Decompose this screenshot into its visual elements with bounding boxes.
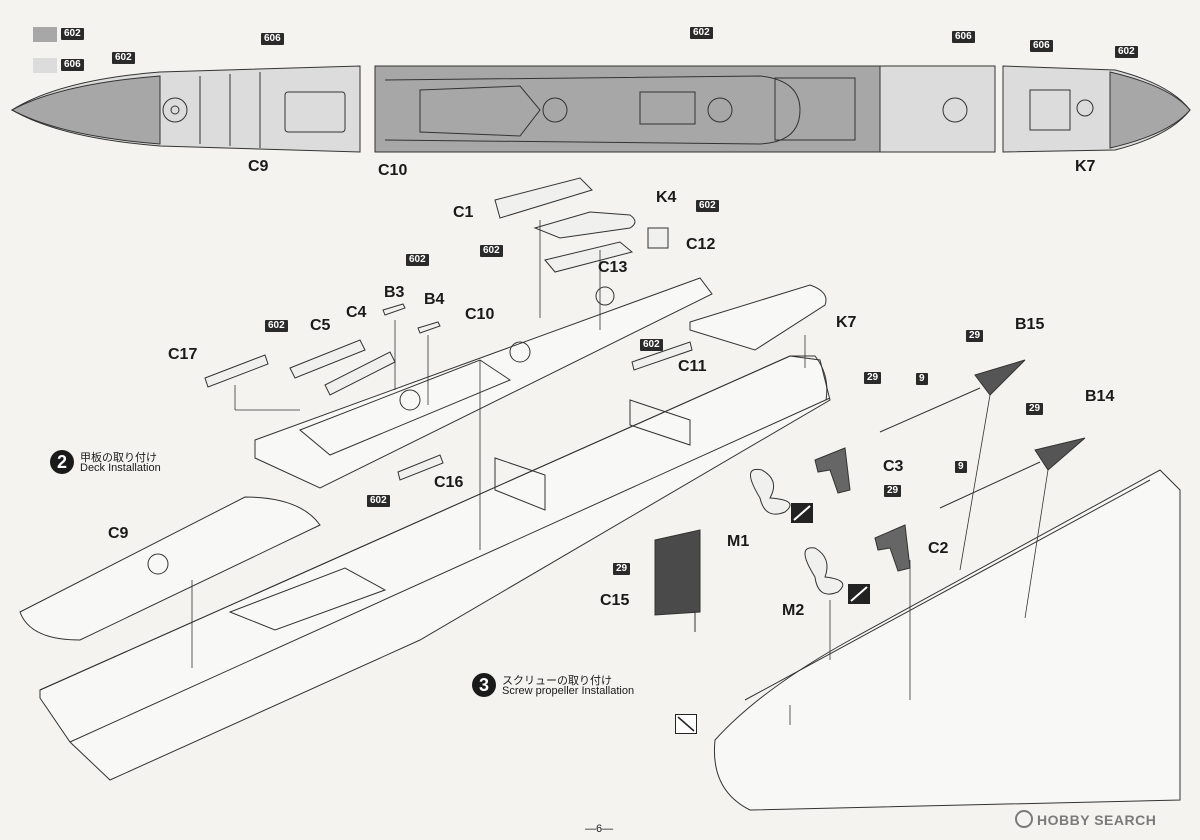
part-label-c15: C15 (600, 592, 630, 609)
part-c3 (814, 447, 851, 494)
code-29-b14: 29 (1026, 403, 1044, 415)
part-label-c1: C1 (453, 204, 474, 221)
step-number: 2 (50, 450, 74, 474)
part-label-c13: C13 (598, 259, 628, 276)
code-602-c13: 602 (480, 245, 503, 257)
part-c1 (494, 177, 593, 219)
code-602-c12: 602 (696, 200, 719, 212)
part-c13 (544, 241, 634, 273)
part-label-k4: K4 (656, 189, 677, 206)
legend-swatch-602 (33, 27, 57, 42)
part-c15 (654, 529, 701, 616)
plan-code-606-k7: 606 (1030, 40, 1053, 52)
part-label-c2: C2 (928, 540, 949, 557)
plan-label-k7: K7 (1075, 158, 1096, 175)
part-label-c10: C10 (465, 306, 495, 323)
part-k4 (533, 211, 636, 239)
part-label-m2: M2 (782, 602, 805, 619)
plan-code-602-c10: 602 (690, 27, 713, 39)
plan-label-c9: C9 (248, 158, 269, 175)
part-c2 (874, 524, 911, 572)
part-label-c3: C3 (883, 458, 904, 475)
part-label-b4: B4 (424, 291, 445, 308)
part-label-c17: C17 (168, 346, 198, 363)
code-29-b15: 29 (966, 330, 984, 342)
part-label-c12: C12 (686, 236, 716, 253)
code-602-c16: 602 (367, 495, 390, 507)
code-9-b15: 9 (916, 373, 928, 385)
plan-code-606-c10: 606 (952, 31, 975, 43)
propeller-m1 (750, 468, 791, 515)
stern-deck-c9 (19, 496, 321, 641)
part-label-c5: C5 (310, 317, 331, 334)
code-9-b14: 9 (955, 461, 967, 473)
deck-plan-c9 (10, 65, 361, 153)
part-label-m1: M1 (727, 533, 750, 550)
stern-hull (713, 469, 1181, 811)
watermark: HOBBY SEARCH (1015, 810, 1156, 828)
no-glue-icon (675, 714, 697, 734)
legend-code-606: 606 (61, 59, 84, 71)
step-title-jp: スクリューの取り付け (502, 674, 612, 687)
part-label-c4: C4 (346, 304, 367, 321)
part-b15 (974, 359, 1026, 396)
legend-code-602: 602 (61, 28, 84, 40)
propeller-m2 (804, 547, 844, 595)
watermark-icon (1015, 810, 1033, 828)
code-602-c11: 602 (640, 339, 663, 351)
part-label-b3: B3 (384, 284, 405, 301)
watermark-text: HOBBY SEARCH (1037, 812, 1157, 828)
part-b14 (1034, 437, 1086, 471)
no-glue-icon (848, 584, 870, 604)
bow-deck-k7 (689, 284, 827, 351)
part-label-c9: C9 (108, 525, 129, 542)
step-title-jp: 甲板の取り付け (80, 451, 157, 464)
code-29-c15: 29 (613, 563, 631, 575)
deck-plan-k7 (1002, 65, 1191, 153)
plan-code-602-k7: 602 (1115, 46, 1138, 58)
part-label-b15: B15 (1015, 316, 1045, 333)
code-602-c5: 602 (265, 320, 288, 332)
step-title-en: Screw propeller Installation (502, 685, 635, 697)
step-number: 3 (472, 673, 496, 697)
step-title-en: Deck Installation (80, 462, 161, 474)
code-29-c3: 29 (864, 372, 882, 384)
deck-assembly-c10 (254, 277, 713, 489)
part-label-k7: K7 (836, 314, 857, 331)
part-label-b14: B14 (1085, 388, 1115, 405)
page-number: —6— (585, 823, 614, 835)
part-label-c11: C11 (678, 358, 707, 375)
code-29-c2: 29 (884, 485, 902, 497)
part-label-c16: C16 (434, 474, 464, 491)
no-glue-icon (791, 503, 813, 523)
part-c12 (647, 227, 669, 249)
plan-code-602-c9: 602 (112, 52, 135, 64)
legend-swatch-606 (33, 58, 57, 73)
plan-label-c10: C10 (378, 162, 408, 179)
hull (39, 355, 831, 781)
code-602-b3-b4: 602 (406, 254, 429, 266)
deck-plan-c10 (374, 65, 996, 153)
plan-code-606-c9: 606 (261, 33, 284, 45)
